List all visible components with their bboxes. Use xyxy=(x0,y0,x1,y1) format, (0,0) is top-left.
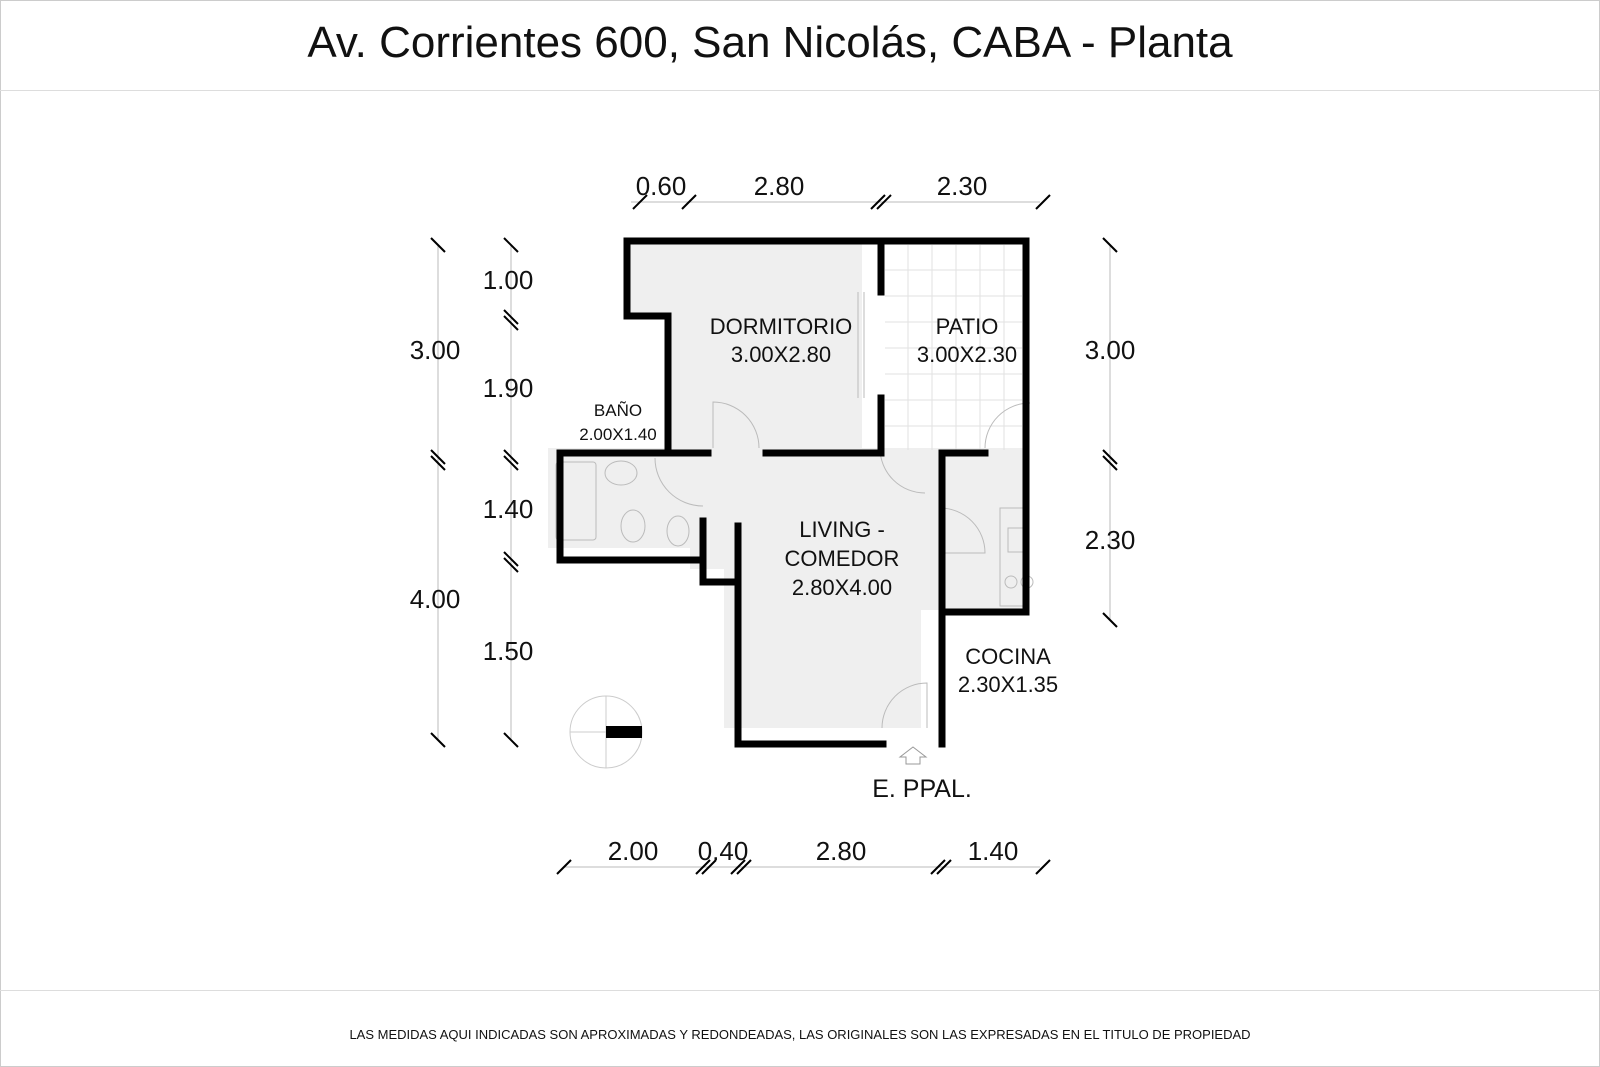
dimension-tick xyxy=(632,194,648,210)
doors xyxy=(654,401,1031,729)
dimension-ticks xyxy=(430,194,1118,875)
dimension-tick xyxy=(1102,455,1118,471)
dim-bottom-4: 1.40 xyxy=(968,836,1019,866)
dimension-tick xyxy=(1102,612,1118,628)
dimension-tick xyxy=(1035,194,1051,210)
dimension-tick xyxy=(430,732,446,748)
dimension-tick xyxy=(503,551,519,567)
footer-note: LAS MEDIDAS AQUI INDICADAS SON APROXIMAD… xyxy=(349,1027,1251,1042)
door-cocina xyxy=(939,507,986,554)
bathtub-icon xyxy=(555,461,597,541)
dimension-tick xyxy=(930,859,946,875)
dimension-tick xyxy=(876,194,892,210)
sink-icon xyxy=(604,460,638,486)
dimension-tick xyxy=(556,859,572,875)
compass-icon xyxy=(569,695,643,769)
bathroom-fixtures xyxy=(555,460,690,547)
dimension-tick xyxy=(503,557,519,573)
dim-top-1: 0.60 xyxy=(636,171,687,201)
dimension-tick xyxy=(503,449,519,465)
dimension-tick xyxy=(430,449,446,465)
dim-bottom-3: 2.80 xyxy=(816,836,867,866)
dimension-tick xyxy=(736,859,752,875)
dim-bottom-1: 2.00 xyxy=(608,836,659,866)
divider-bottom xyxy=(0,990,1600,991)
entrance-label: E. PPAL. xyxy=(872,775,972,803)
room-label-cocina: COCINA xyxy=(965,644,1051,669)
room-label-bano: BAÑO xyxy=(594,401,642,420)
dimension-tick xyxy=(503,315,519,331)
room-size-patio: 3.00X2.30 xyxy=(917,342,1017,367)
room-label-living-1: LIVING - xyxy=(799,517,885,542)
dim-left-inner-3: 1.40 xyxy=(483,494,534,524)
dim-top-2: 2.80 xyxy=(754,171,805,201)
dimension-tick xyxy=(1035,859,1051,875)
dimension-tick xyxy=(1102,237,1118,253)
dim-right-2: 2.30 xyxy=(1085,525,1136,555)
dim-right-1: 3.00 xyxy=(1085,335,1136,365)
walls xyxy=(556,237,1030,748)
room-size-dormitorio: 3.00X2.80 xyxy=(731,342,831,367)
dim-left-inner-1: 1.00 xyxy=(483,265,534,295)
dimension-tick xyxy=(503,732,519,748)
entrance-arrow-icon xyxy=(898,746,928,765)
dimension-tick xyxy=(503,237,519,253)
dimension-tick xyxy=(695,859,711,875)
toilet-icon xyxy=(620,509,646,543)
door-dormitorio xyxy=(712,401,760,449)
patio-tiles xyxy=(885,245,1022,450)
plan-title: Av. Corrientes 600, San Nicolás, CABA - … xyxy=(307,18,1233,67)
dimension-tick xyxy=(430,455,446,471)
room-label-dormitorio: DORMITORIO xyxy=(710,314,853,339)
dimension-tick xyxy=(936,859,952,875)
dimension-tick xyxy=(503,455,519,471)
dimension-tick xyxy=(730,859,746,875)
dimension-tick xyxy=(870,194,886,210)
dimension-tick xyxy=(701,859,717,875)
door-patio-cocina xyxy=(984,402,1031,449)
windows xyxy=(857,292,865,398)
room-label-living-2: COMEDOR xyxy=(785,546,900,571)
dimension-tick xyxy=(681,194,697,210)
dim-left-outer-1: 3.00 xyxy=(410,335,461,365)
floor-fills xyxy=(548,238,1023,728)
dim-left-inner-4: 1.50 xyxy=(483,636,534,666)
door-bano xyxy=(654,457,704,507)
dimension-tick xyxy=(430,237,446,253)
dim-left-inner-2: 1.90 xyxy=(483,373,534,403)
dimension-tick xyxy=(1102,449,1118,465)
room-size-living: 2.80X4.00 xyxy=(792,575,892,600)
room-label-patio: PATIO xyxy=(936,314,999,339)
room-size-cocina: 2.30X1.35 xyxy=(958,672,1058,697)
dim-bottom-2: 0.40 xyxy=(698,836,749,866)
divider-top xyxy=(0,90,1600,91)
dimension-lines xyxy=(437,201,1111,868)
dim-top-3: 2.30 xyxy=(937,171,988,201)
dimension-tick xyxy=(503,309,519,325)
door-entrance xyxy=(881,682,928,729)
burner-icon xyxy=(1004,575,1018,589)
room-size-bano: 2.00X1.40 xyxy=(579,425,657,444)
bidet-icon xyxy=(666,515,690,547)
dim-left-outer-2: 4.00 xyxy=(410,584,461,614)
